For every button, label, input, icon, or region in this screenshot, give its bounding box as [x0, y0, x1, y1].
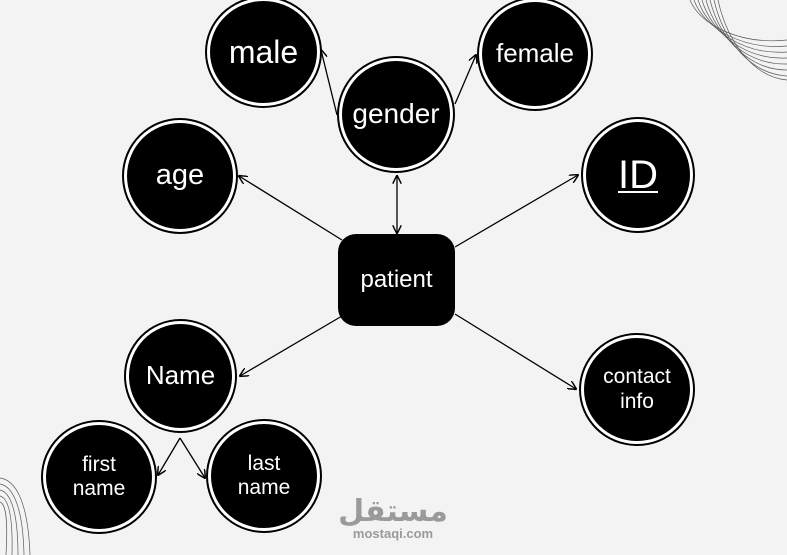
name-attribute: Name — [129, 324, 232, 428]
female-attribute: female — [482, 2, 588, 106]
last-name-label: last name — [237, 451, 291, 499]
edge-name-first — [158, 437, 181, 475]
contact-info-attribute: contact info — [584, 338, 690, 441]
edge-gender-female — [454, 55, 476, 105]
age-label: age — [155, 159, 205, 192]
edge-patient-age — [239, 176, 343, 241]
edge-gender-male — [321, 50, 338, 116]
first-name-attribute: first name — [46, 425, 152, 529]
id-attribute: ID — [586, 122, 690, 228]
name-label: Name — [145, 360, 216, 391]
patient-entity: patient — [338, 234, 455, 326]
last-name-attribute: last name — [211, 424, 317, 528]
age-attribute: age — [127, 123, 233, 229]
edge-patient-name — [240, 315, 343, 376]
id-label: ID — [618, 153, 658, 197]
edge-patient-contact — [454, 313, 576, 389]
gender-attribute: gender — [342, 61, 450, 168]
male-label: male — [228, 33, 299, 70]
first-name-label: first name — [72, 452, 126, 500]
patient-label: patient — [360, 266, 433, 293]
contact-info-label: contact info — [603, 365, 671, 413]
edge-patient-id — [454, 175, 578, 248]
watermark-arabic: مستقل — [338, 494, 448, 529]
edge-name-last — [179, 437, 205, 478]
female-label: female — [495, 38, 575, 69]
watermark-latin: mostaqi.com — [352, 526, 434, 541]
watermark: مستقل mostaqi.com — [338, 497, 448, 541]
male-attribute: male — [210, 1, 317, 103]
gender-label: gender — [352, 98, 440, 130]
